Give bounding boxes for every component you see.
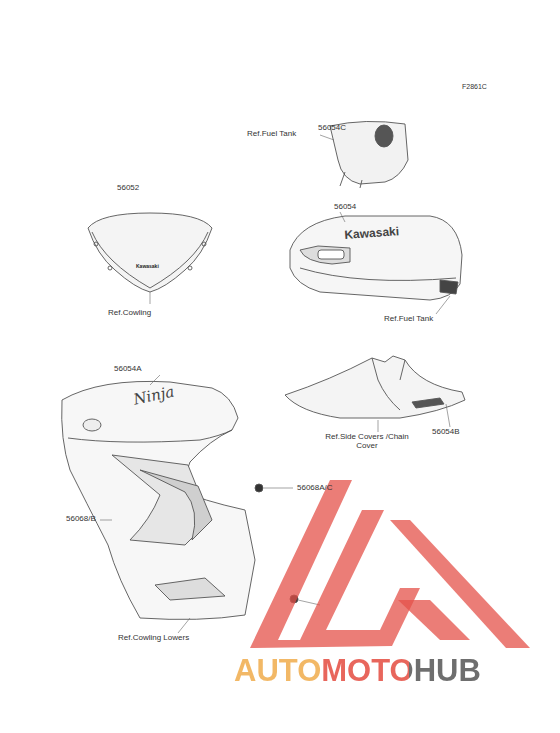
part-number: 56054 [334, 202, 356, 211]
reference-note: Ref.Fuel Tank [384, 314, 433, 323]
figure-code: F2861C [462, 83, 487, 91]
decal-text: Kawasaki [136, 264, 159, 270]
reference-note: Ref.Cowling [108, 308, 151, 317]
part-number: 56068A/C [297, 483, 333, 492]
part-number: 56054C [318, 123, 346, 132]
reference-note: Ref.Cowling Lowers [118, 633, 189, 642]
part-number: 56054A [114, 364, 142, 373]
part-number: 56068/B [66, 514, 96, 523]
part-number: 56054B [432, 427, 460, 436]
reference-note: Ref.Side Covers /Chain Cover [322, 432, 412, 450]
reference-note: Ref.Fuel Tank [247, 129, 296, 138]
watermark: AUTOMOTOHUB [234, 653, 481, 689]
part-number: 56052 [117, 183, 139, 192]
